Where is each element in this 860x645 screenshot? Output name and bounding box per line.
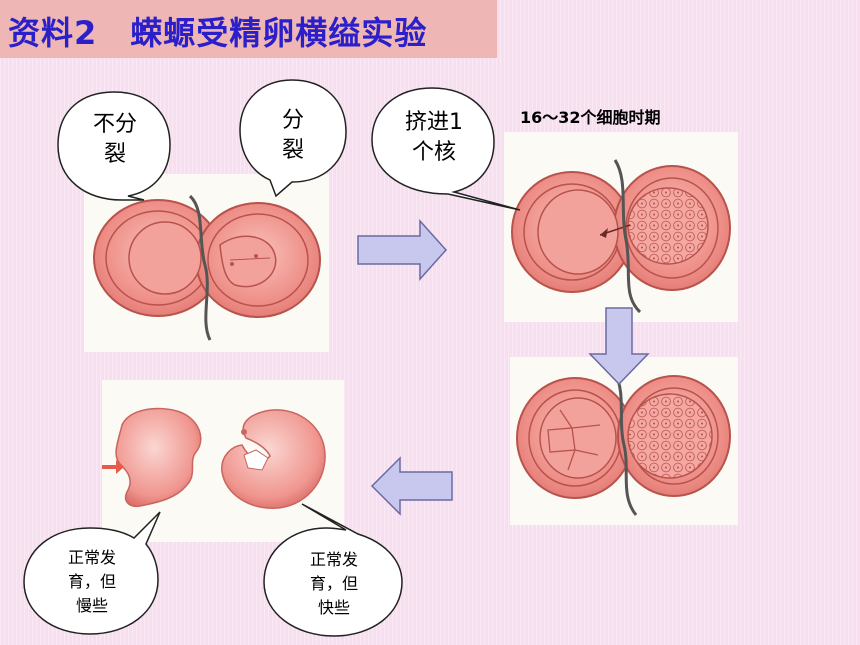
egg-nucleus-squeezed [511,159,731,314]
bubble-squeeze-nucleus-line-1: 挤进1 [405,110,463,135]
slide-title: 资料2 蝾螈受精卵横缢实验 [8,14,428,52]
bubble-division-line-2: 裂 [281,138,304,163]
bubble-normal-slow-line-2: 育，但 [67,572,116,591]
bubble-squeeze-nucleus-line-2: 个核 [411,140,456,165]
arrow-left [370,456,453,516]
bubble-no-division-line-2: 裂 [103,142,126,167]
bubble-normal-slow [23,511,161,635]
bubble-division-text: 分 裂 [268,106,318,166]
bubble-squeeze-nucleus [371,87,521,211]
bubble-normal-fast-text: 正常发 育，但 快些 [294,548,374,620]
bubble-normal-fast [263,503,403,637]
bubble-normal-slow-text: 正常发 育，但 慢些 [52,546,132,618]
egg-16-32-cells [516,371,731,516]
bubble-division-line-1: 分 [281,108,304,133]
embryo-right [221,409,326,509]
stage-label: 16～32个细胞时期 [520,108,661,127]
bubble-normal-fast-line-1: 正常发 [309,550,358,569]
arrow-down [588,307,650,386]
bubble-normal-slow-line-3: 慢些 [75,596,108,615]
bubble-no-division-line-1: 不分 [92,112,137,137]
bubble-normal-fast-line-2: 育，但 [309,574,358,593]
egg-first-constriction [93,194,321,341]
title-bar: 资料2 蝾螈受精卵横缢实验 [0,0,497,58]
bubble-normal-slow-line-1: 正常发 [67,548,116,567]
embryo-left [102,407,202,508]
bubble-no-division-text: 不分 裂 [82,110,148,170]
bubble-no-division [57,91,171,201]
bubble-division [239,79,347,198]
bubble-normal-fast-line-3: 快些 [317,598,350,617]
arrow-right [357,219,448,281]
bubble-squeeze-nucleus-text: 挤进1 个核 [394,108,474,168]
